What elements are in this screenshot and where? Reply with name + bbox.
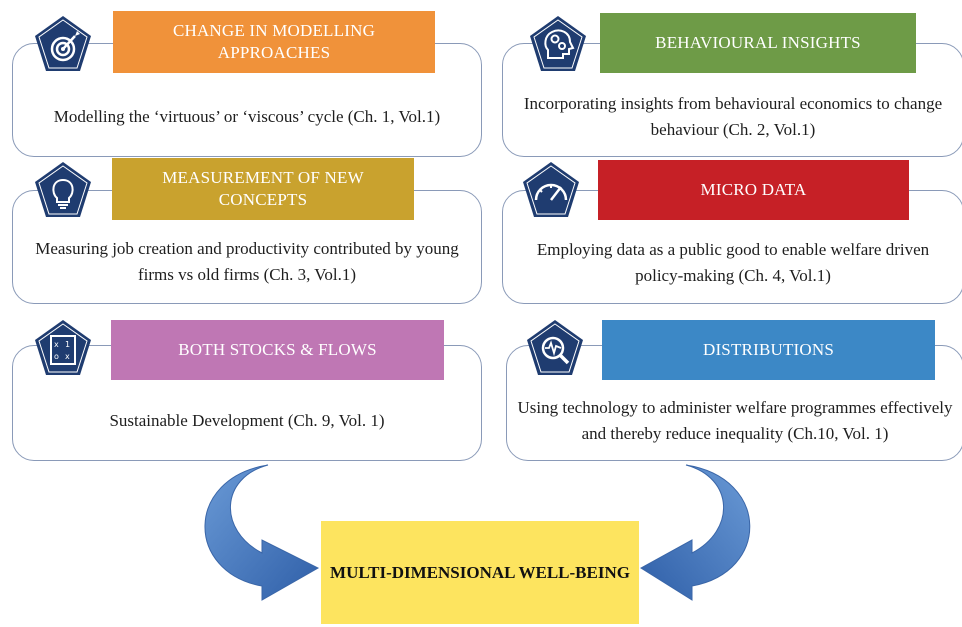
- card-description: Incorporating insights from behavioural …: [523, 94, 943, 139]
- card-description: Employing data as a public good to enabl…: [536, 240, 930, 285]
- lightbulb-icon: [35, 162, 91, 217]
- card-title-banner: MEASUREMENT OF NEW CONCEPTS: [112, 158, 414, 220]
- target-icon: [35, 16, 91, 71]
- left-curved-arrow: [204, 464, 320, 601]
- card-description: Measuring job creation and productivity …: [35, 239, 459, 284]
- svg-text:o: o: [54, 352, 59, 361]
- card-title-banner: BOTH STOCKS & FLOWS: [111, 320, 444, 380]
- pentagon-badge: [528, 14, 588, 74]
- svg-text:x: x: [65, 352, 70, 361]
- card-title-banner: CHANGE IN MODELLING APPROACHES: [113, 11, 435, 73]
- svg-text:x: x: [54, 340, 59, 349]
- card-description: Sustainable Development (Ch. 9, Vol. 1): [109, 411, 385, 430]
- gauge-icon: [523, 162, 579, 217]
- goal-box: MULTI-DIMENSIONAL WELL-BEING: [321, 521, 639, 624]
- card-title-banner: BEHAVIOURAL INSIGHTS: [600, 13, 916, 73]
- pentagon-badge: [521, 160, 581, 220]
- brain-gears-icon: [530, 16, 586, 71]
- pentagon-badge: [525, 318, 585, 378]
- goal-label: MULTI-DIMENSIONAL WELL-BEING: [330, 562, 630, 582]
- card-title-banner: MICRO DATA: [598, 160, 909, 220]
- right-curved-arrow: [640, 464, 751, 601]
- card-description: Modelling the ‘virtuous’ or ‘viscous’ cy…: [53, 107, 441, 126]
- pentagon-badge: [33, 14, 93, 74]
- pentagon-badge: [33, 160, 93, 220]
- strategy-board-icon: x 1 o x: [35, 320, 91, 375]
- card-measurement: Measuring job creation and productivity …: [12, 190, 482, 304]
- card-title-banner: DISTRIBUTIONS: [602, 320, 935, 380]
- pentagon-badge: x 1 o x: [33, 318, 93, 378]
- svg-text:1: 1: [65, 340, 70, 349]
- card-description: Using technology to administer welfare p…: [517, 398, 953, 443]
- magnifier-pulse-icon: [527, 320, 583, 375]
